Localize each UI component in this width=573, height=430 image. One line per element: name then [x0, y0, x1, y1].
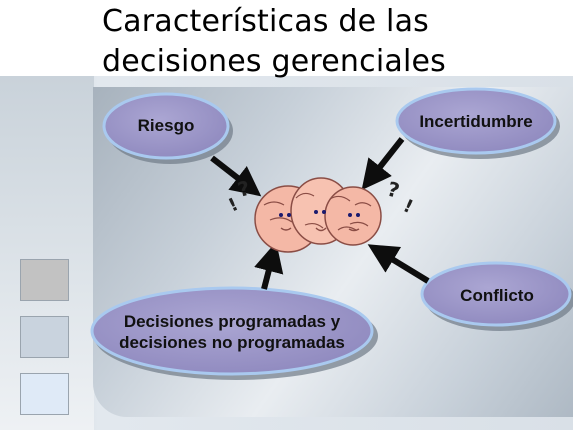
node-incertidumbre [395, 87, 557, 155]
svg-text:!: ! [400, 195, 416, 218]
node-riesgo [102, 92, 230, 160]
slide-title: Características de las decisiones gerenc… [102, 4, 446, 79]
node-label-incertidumbre: Incertidumbre [419, 112, 533, 131]
arrow-riesgo [210, 155, 262, 197]
arrows [210, 137, 430, 290]
svg-text:?: ? [385, 177, 402, 203]
arrow-decisiones [254, 241, 284, 290]
arrow-conflicto [367, 244, 430, 284]
arrow-incertidumbre [361, 137, 405, 191]
brain-icon [254, 177, 382, 253]
color-swatch-gray [20, 259, 69, 301]
left-strip [0, 76, 94, 430]
svg-text:?: ? [235, 176, 252, 202]
node-label-conflicto: Conflicto [460, 286, 534, 305]
color-swatch-light-blue [20, 373, 69, 415]
color-swatch-blue-gray [20, 316, 69, 358]
node-decisiones [90, 286, 374, 376]
node-conflicto [420, 261, 572, 327]
node-label-decisiones: Decisiones programadas y decisiones no p… [119, 312, 345, 352]
node-label-riesgo: Riesgo [137, 116, 195, 135]
